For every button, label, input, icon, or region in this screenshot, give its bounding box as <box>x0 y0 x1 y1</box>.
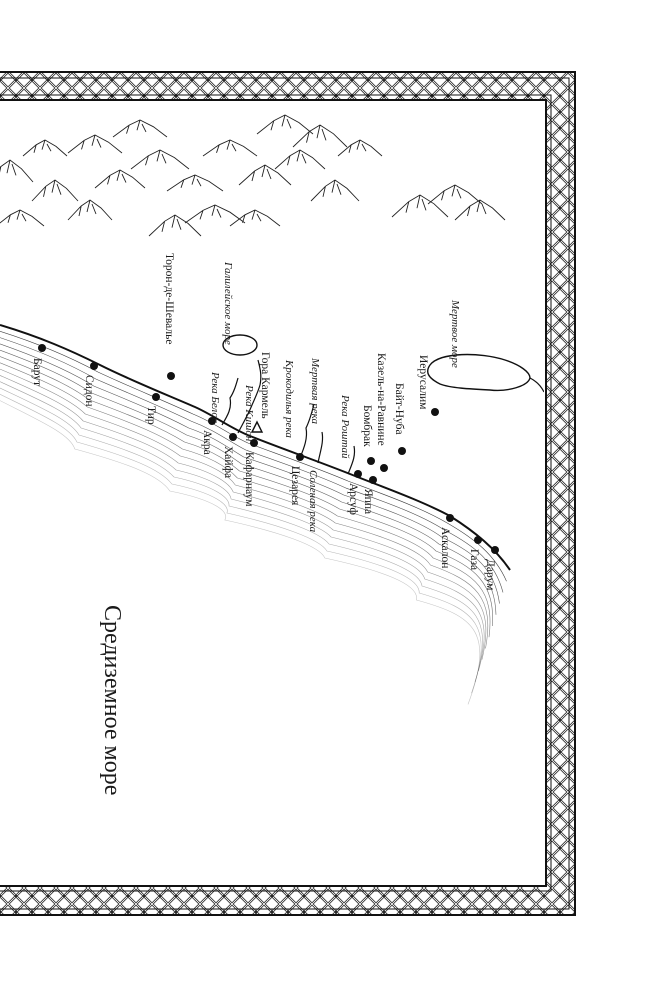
river-crocodile-label: Крокодилья река <box>283 359 295 438</box>
labels: Средиземное море Галилейское море Мертво… <box>31 253 496 795</box>
lake-galilee <box>222 334 258 356</box>
city-caesarea-label: Цезарея <box>289 466 301 506</box>
city-sidon-label: Сидон <box>83 375 95 407</box>
river-salt-label: Соленая река <box>307 470 319 533</box>
city-barut-label: Барут <box>31 358 43 386</box>
rivers <box>221 359 356 475</box>
map-border <box>0 71 576 916</box>
lake-dead-label: Мертвое море <box>449 299 461 368</box>
river-belos-label: Река Белос <box>209 371 221 423</box>
river-kishon-label: Река Кишон <box>243 384 255 442</box>
lake-galilee-label: Галилейское море <box>222 261 234 345</box>
lake-dead <box>427 353 531 392</box>
sea-label: Средиземное море <box>99 605 125 795</box>
city-jerusalem-label: Иерусалим <box>417 355 429 410</box>
mountain-karmel-icon <box>250 420 264 433</box>
city-kafarnaum-label: Кафарнаум <box>243 452 255 507</box>
city-arsuf-label: Арсуф <box>347 483 359 515</box>
city-askalon-label: Аскалон <box>439 527 451 568</box>
sea-hatching <box>0 331 507 705</box>
city-haifa-label: Хайфа <box>222 446 234 478</box>
river-dead-label: Мертвая река <box>309 357 321 425</box>
city-bait-label: Байт-Нуба <box>393 383 405 435</box>
city-yaffa-label: Яппа <box>362 489 374 514</box>
city-markers <box>38 344 499 554</box>
city-tir-label: Тир <box>145 406 157 425</box>
city-kazel-label: Казель-на-Равнине <box>375 353 387 446</box>
city-toron-label: Торон-де-Шевалье <box>163 253 175 344</box>
city-karmel-label: Гора Кармель <box>259 352 271 419</box>
city-darum-label: Дарум <box>484 559 496 591</box>
city-akra-label: Акра <box>201 430 213 455</box>
city-bombrak-label: Бомбрак <box>361 405 373 447</box>
mountain-range <box>0 114 506 237</box>
city-gaza-label: Газа <box>468 549 480 570</box>
river-roitai-label: Река Роштай <box>339 394 351 459</box>
